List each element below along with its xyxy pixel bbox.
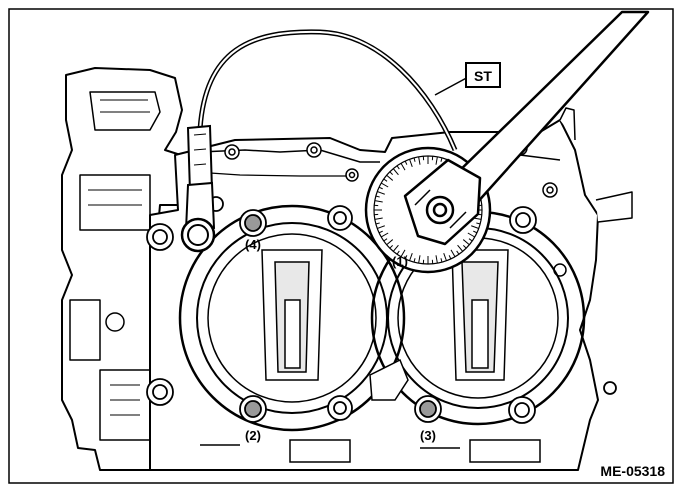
dial-tick (374, 217, 383, 220)
dial-tick (468, 238, 473, 242)
wrench (403, 10, 650, 246)
dial-tick (375, 222, 380, 225)
dial-tick (386, 174, 394, 181)
dial-tick (418, 156, 421, 165)
dial-tick (456, 250, 460, 255)
dial-tick (377, 191, 385, 195)
dial-tick (386, 239, 394, 246)
dial-tick (463, 245, 467, 249)
dial-tick (462, 239, 470, 246)
dial-tick (380, 182, 389, 188)
head-bolts (146, 196, 617, 424)
bottom-deck (200, 358, 541, 463)
dial-tick (435, 255, 438, 264)
connecting-rods (261, 249, 509, 381)
dial-tick (396, 250, 400, 255)
dial-tick (400, 162, 406, 171)
dial-tick (400, 249, 406, 258)
dial-tick (409, 253, 413, 261)
dial-tick (383, 178, 388, 182)
callout-4: (4) (245, 237, 261, 252)
figure-code: ME-05318 (600, 463, 665, 479)
callout-1: (1) (392, 254, 408, 269)
dial-tick (450, 249, 456, 258)
dial-tick (380, 232, 389, 238)
dial-tick (440, 258, 443, 263)
dial-tick (396, 165, 400, 170)
dial-tick (392, 244, 399, 252)
callout-3: (3) (420, 428, 436, 443)
dial-tick (392, 168, 399, 176)
dial-tick (377, 225, 385, 229)
dial-tick (443, 253, 447, 261)
st-callout: ST (434, 62, 501, 96)
dial-tick (413, 157, 416, 162)
callout-2: (2) (245, 428, 261, 443)
dial-tick (383, 238, 388, 242)
dial-tick (389, 171, 393, 175)
dial-tick (404, 160, 408, 165)
dial-tick (389, 245, 393, 249)
dial-tick (378, 230, 383, 234)
dial-tick (440, 157, 443, 162)
dial-tick (448, 255, 452, 260)
st-label: ST (474, 68, 492, 84)
dial-tick (473, 230, 478, 234)
dial-tick (435, 156, 438, 165)
dial-tick (374, 200, 383, 203)
dial-tick (467, 232, 476, 238)
dial-tick (476, 222, 481, 225)
dial-tick (375, 195, 380, 198)
dial-tick (418, 255, 421, 264)
dial-tick (409, 159, 413, 167)
dial-tick (404, 255, 408, 260)
dial-tick (457, 244, 464, 252)
dial-tick (471, 225, 479, 229)
dial-tick (413, 258, 416, 263)
dial-tick (378, 186, 383, 190)
